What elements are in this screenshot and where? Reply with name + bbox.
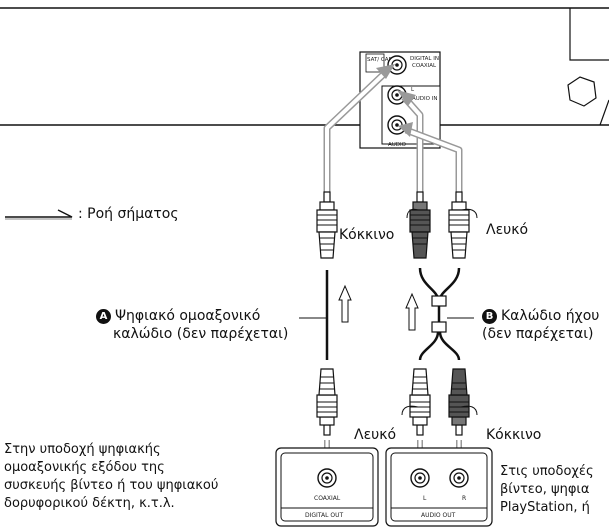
source-r-text: R [462,495,466,502]
coaxial-cable-label-line2: καλώδιο (δεν παρέχεται) [113,326,289,342]
unit-audio-text: AUDIO [388,142,407,148]
source-audio-out-r-jack[interactable] [449,468,469,488]
source-coaxial-jack[interactable] [317,468,337,488]
badge-b-icon: B [482,309,497,324]
right-note-line2: βίντεο, ψηφια [500,482,590,497]
unit-sat-cable-text: SAT/ CABLE [367,57,399,63]
signal-flow-legend-icon [5,209,73,220]
leader-lines [299,208,478,416]
bottom-white-plug-label: Λευκό [354,427,397,443]
source-l-text: L [423,495,427,502]
left-note-line3: συσκευής βίντεο ή του ψηφιακού [4,478,219,493]
source-digital-out-text: DIGITAL OUT [305,512,343,519]
unit-audio-in-text: AUDIO IN [412,96,437,102]
right-note-line1: Στις υποδοχές [500,464,594,479]
unit-digital-in-text: DIGITAL IN [410,56,439,62]
top-red-plug-label: Κόκκινο [339,227,395,243]
source-audio-out-text: AUDIO OUT [421,512,456,519]
audio-cable-label-line2: (δεν παρέχεται) [482,326,594,342]
unit-coaxial-text: COAXIAL [412,63,437,69]
top-white-plug-label: Λευκό [486,222,529,238]
bottom-red-plug-label: Κόκκινο [486,427,542,443]
source-audio-out-l-jack[interactable] [410,468,430,488]
left-note-line1: Στην υποδοχή ψηφιακής [4,442,161,457]
unit-l-text: L [411,87,415,93]
source-audio-panel [385,447,493,527]
left-note-line4: δορυφορικού δέκτη, κ.τ.λ. [4,496,175,511]
main-unit [0,7,609,149]
source-coaxial-text: COAXIAL [314,495,341,502]
badge-a-icon: A [96,309,111,324]
right-note-line3: PlayStation, ή [500,500,590,515]
signal-flow-arrow-a [338,284,352,323]
signal-flow-arrow-b [405,292,419,331]
left-note-line2: ομοαξονικής εξόδου της [4,460,165,475]
audio-cable [397,90,470,470]
signal-flow-legend-label: : Ροή σήματος [78,206,179,222]
